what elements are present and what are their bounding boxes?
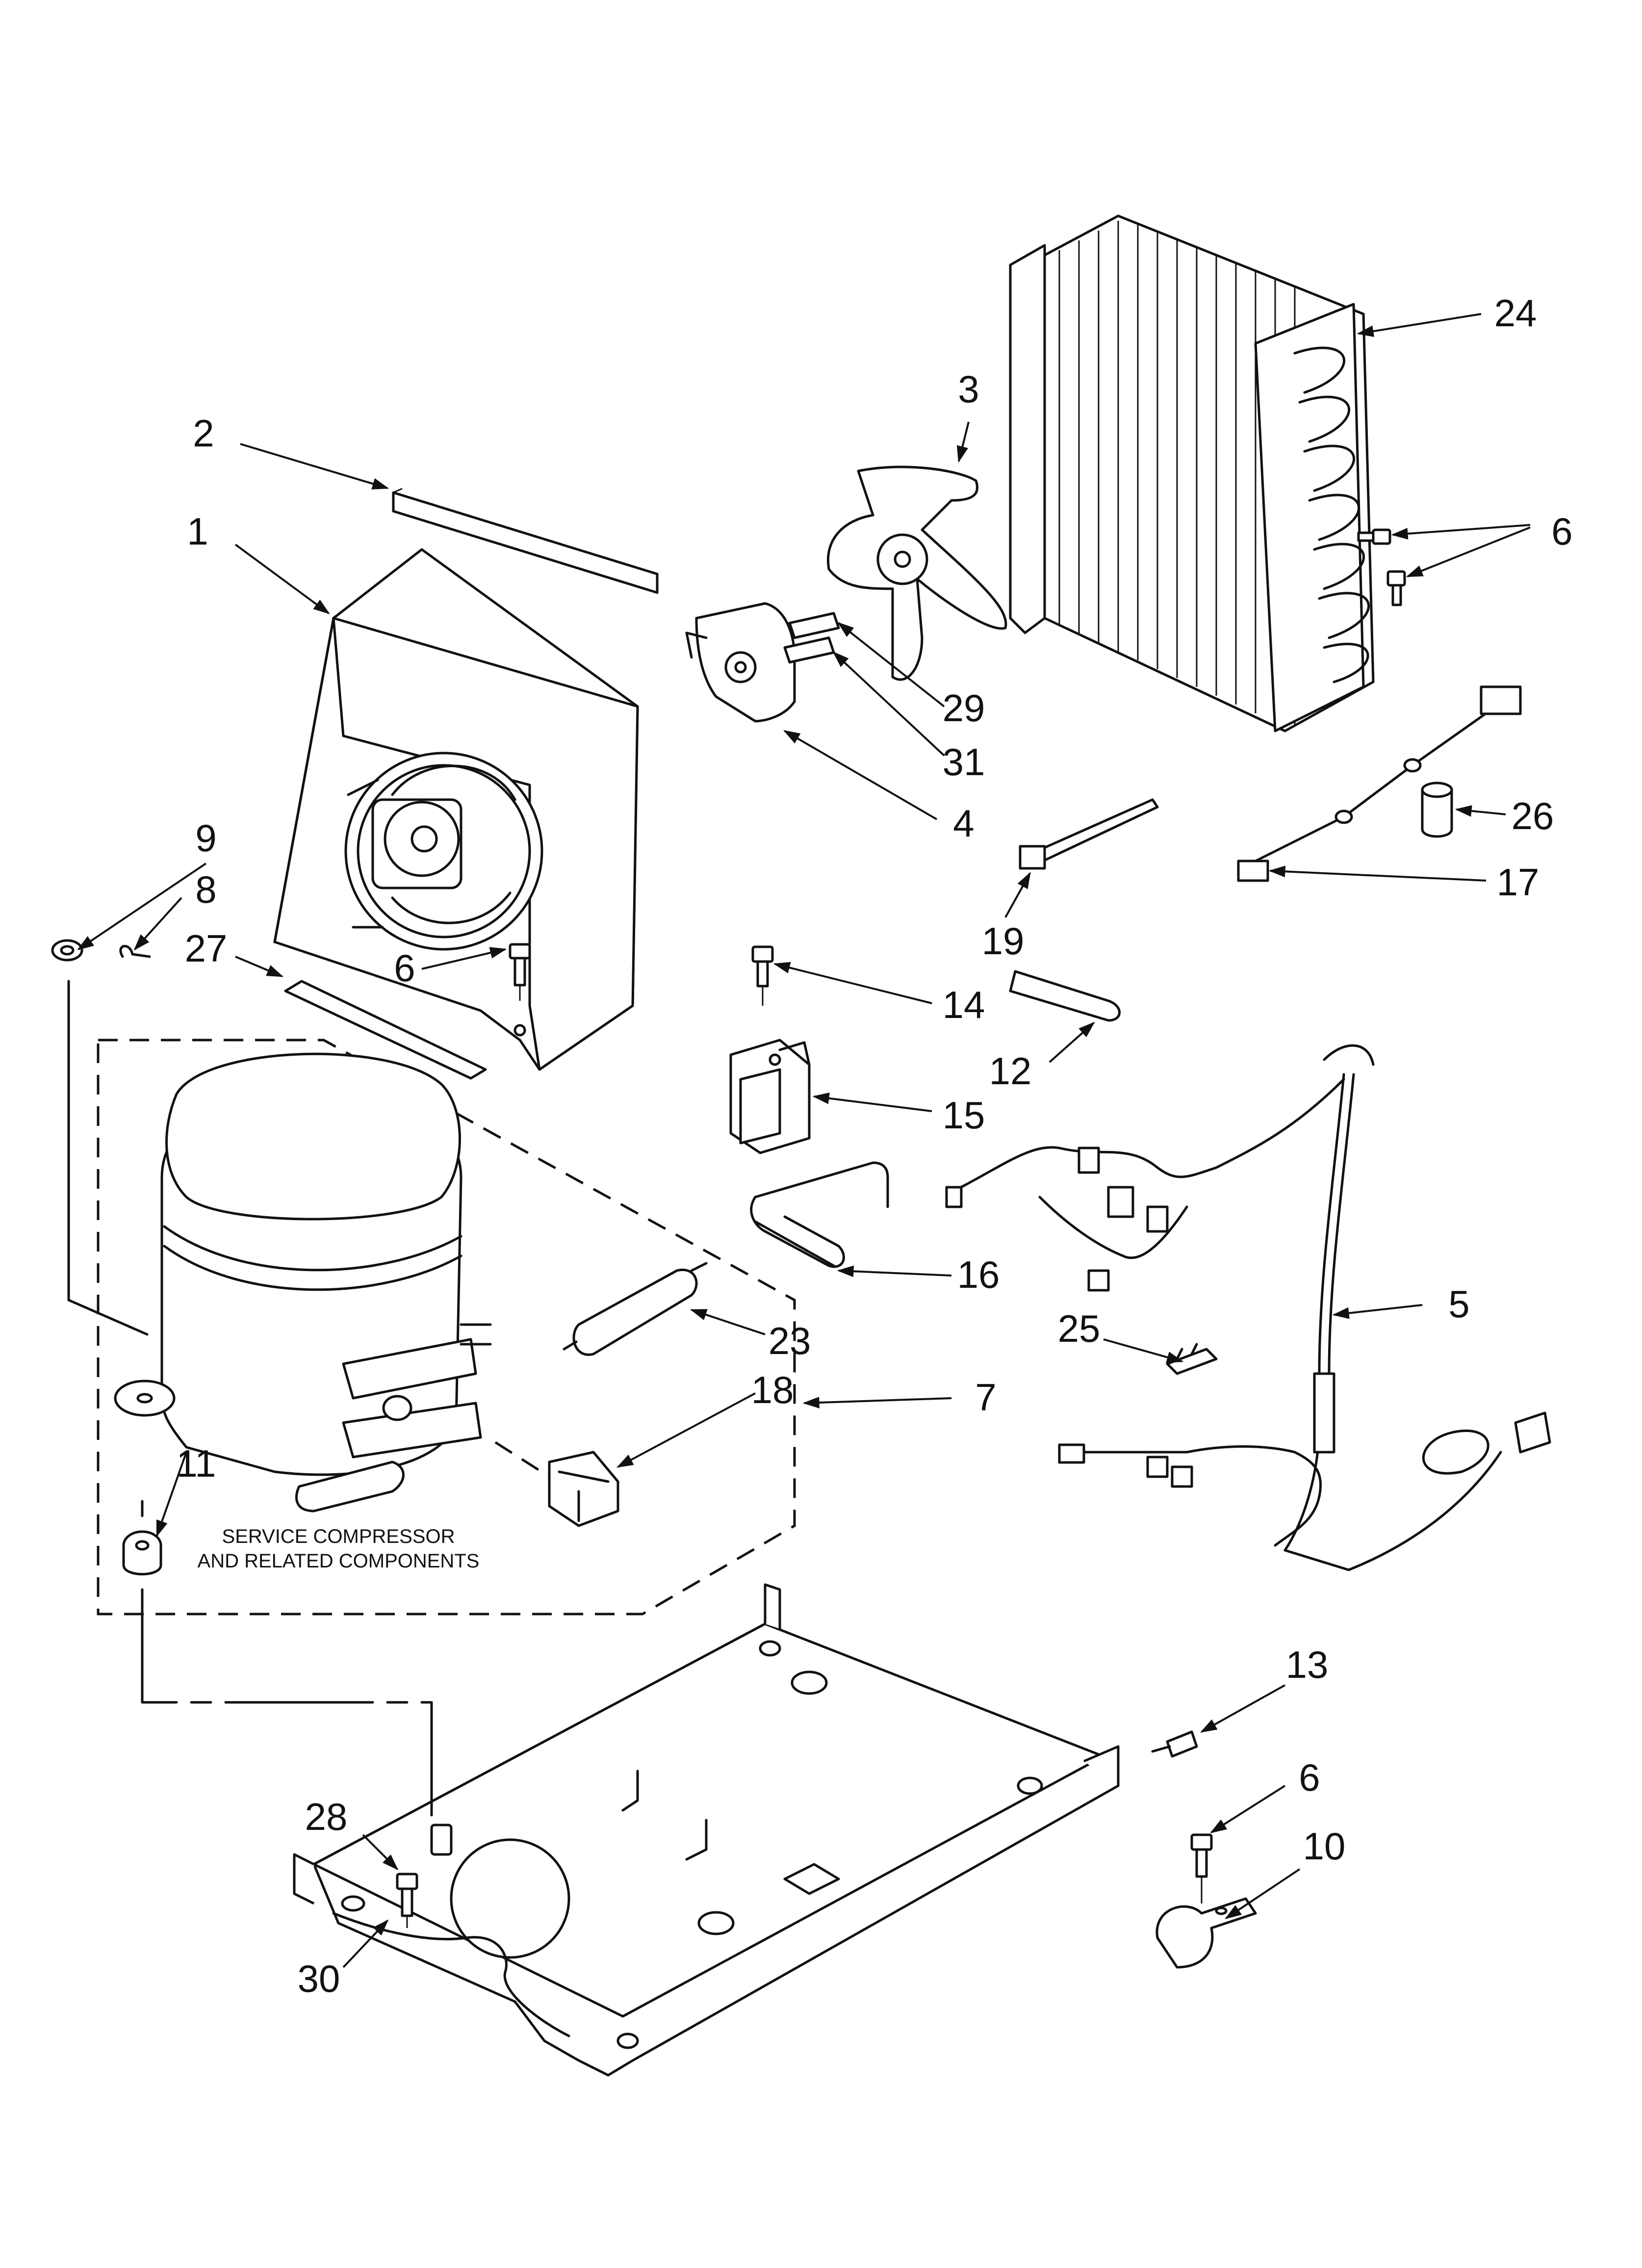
callout-12: 12 (989, 1049, 1032, 1093)
lower-harness (1058, 1443, 1322, 1547)
part-6-screw-shroud (509, 943, 531, 1001)
callout-14: 14 (943, 983, 985, 1026)
compressor-mount-line (67, 980, 149, 1336)
part-1-fan-shroud (273, 548, 639, 1071)
callout-27: 27 (185, 927, 228, 970)
service-boundary (97, 1039, 796, 1616)
part-13-leveling-leg (1151, 1730, 1198, 1758)
callout-6-shroud: 6 (394, 946, 415, 990)
callout-26: 26 (1512, 794, 1554, 837)
part-8-clip (119, 945, 151, 958)
callout-6-bottom: 6 (1299, 1756, 1320, 1799)
part-25-clip (1166, 1343, 1218, 1375)
callout-25: 25 (1058, 1307, 1101, 1350)
callout-13: 13 (1286, 1643, 1329, 1686)
service-note-line1: SERVICE COMPRESSOR (222, 1526, 455, 1547)
part-18-relay (494, 1441, 619, 1527)
part-27-pad (284, 980, 487, 1080)
callout-24: 24 (1494, 291, 1537, 335)
part-15-solenoid (729, 1039, 811, 1154)
service-note-line2: AND RELATED COMPONENTS (198, 1550, 480, 1572)
callout-6-condenser: 6 (1551, 510, 1572, 553)
callout-2: 2 (193, 412, 214, 455)
callout-28: 28 (305, 1795, 348, 1838)
part-11-grommet (122, 1530, 162, 1576)
part-9-grommet (51, 939, 83, 962)
base-plate (293, 1583, 1120, 2077)
callout-17: 17 (1497, 860, 1539, 904)
callout-11: 11 (177, 1442, 216, 1485)
callout-16: 16 (957, 1253, 1000, 1296)
callout-8: 8 (195, 868, 216, 911)
part-3-fan-blade (827, 466, 1007, 681)
callout-30: 30 (298, 1957, 340, 2000)
callout-10: 10 (1303, 1825, 1346, 1868)
part-17-harness (1237, 685, 1522, 882)
callout-4: 4 (953, 802, 974, 845)
callout-29: 29 (943, 686, 985, 730)
callout-23: 23 (769, 1319, 811, 1362)
callout-3: 3 (958, 367, 979, 411)
part-6-screw-bottom (1190, 1833, 1213, 1903)
callout-7: 7 (975, 1376, 996, 1419)
part-7-compressor (114, 1052, 492, 1512)
service-note: SERVICE COMPRESSOR AND RELATED COMPONENT… (198, 1526, 480, 1572)
part-16-bracket (750, 1161, 889, 1268)
part-23-drier (563, 1262, 708, 1356)
callout-1: 1 (187, 510, 208, 553)
part-24-condenser (1009, 214, 1375, 732)
part-26-capacitor (1421, 782, 1453, 838)
part-6-screws-condenser (1357, 528, 1406, 606)
callout-9: 9 (195, 816, 216, 860)
part-19-cable-tie (1019, 798, 1159, 870)
part-14-screw (751, 945, 774, 1006)
callout-31: 31 (943, 740, 985, 783)
part-12-tube (1009, 970, 1121, 1022)
callout-15: 15 (943, 1094, 985, 1137)
callout-19: 19 (982, 919, 1025, 963)
wire-harness-cluster (945, 1078, 1345, 1292)
part-5-power-cord (1283, 1044, 1551, 1571)
callout-5: 5 (1448, 1282, 1469, 1326)
leader-lines (77, 313, 1531, 1968)
callout-18: 18 (751, 1368, 794, 1411)
part-28-screw (396, 1873, 418, 1928)
alignment-line-grommet (141, 1500, 433, 1817)
part-4-fan-motor (685, 602, 796, 723)
part-2-gasket-strip (392, 488, 659, 594)
callout-labels: 1 2 3 4 5 6 6 6 7 8 9 10 11 12 13 14 15 … (177, 291, 1573, 2000)
